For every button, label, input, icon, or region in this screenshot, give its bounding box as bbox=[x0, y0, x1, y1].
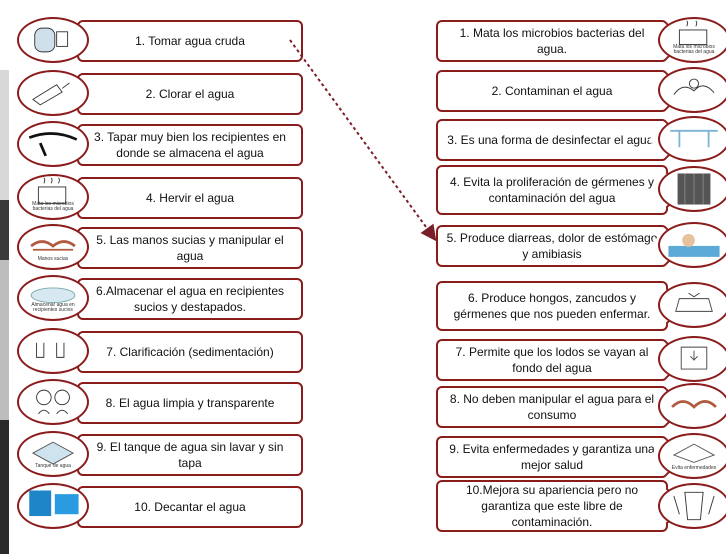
hands-icon bbox=[658, 383, 726, 429]
sediment-jar-icon bbox=[658, 336, 726, 382]
people-drinking-icon bbox=[17, 379, 89, 425]
left-item-2-text: 2. Clorar el agua bbox=[145, 86, 235, 101]
right-item-4-box: 4. Evita la proliferación de gérmenes y … bbox=[436, 165, 668, 215]
covered-barrel-icon bbox=[658, 166, 726, 212]
left-item-5-text: 5. Las manos sucias y manipular el agua bbox=[96, 232, 284, 263]
left-item-8-box: 8. El agua limpia y transparente bbox=[77, 382, 303, 424]
right-item-8-box: 8. No deben manipular el agua para el co… bbox=[436, 386, 668, 428]
left-item-3-box: 3. Tapar muy bien los recipientes en don… bbox=[77, 124, 303, 166]
left-item-4-box: 4. Hervir el agua bbox=[77, 177, 303, 219]
left-item-6-box: 6.Almacenar el agua en recipientes sucio… bbox=[77, 278, 303, 320]
left-item-3-text: 3. Tapar muy bien los recipientes en don… bbox=[94, 129, 286, 160]
right-item-9-box: 9. Evita enfermedades y garantiza una me… bbox=[436, 436, 668, 478]
mosquito-container-icon bbox=[658, 282, 726, 328]
dirty-hands-icon: Manos sucias bbox=[17, 224, 89, 270]
right-item-9-text: 9. Evita enfermedades y garantiza una me… bbox=[449, 441, 655, 472]
left-item-9-box: 9. El tanque de agua sin lavar y sin tap… bbox=[77, 434, 303, 476]
clean-water-icon: Evita enfermedades bbox=[658, 433, 726, 479]
blue-buckets-icon bbox=[17, 483, 89, 529]
right-item-6-text: 6. Produce hongos, zancudos y gérmenes q… bbox=[453, 290, 651, 321]
right-item-8-text: 8. No deben manipular el agua para el co… bbox=[449, 391, 655, 422]
sedimentation-icon bbox=[17, 328, 89, 374]
right-item-1-text: 1. Mata los microbios bacterias del agua… bbox=[459, 25, 645, 56]
left-item-7-box: 7. Clarificación (sedimentación) bbox=[77, 331, 303, 373]
right-item-3-box: 3. Es una forma de desinfectar el agua. bbox=[436, 119, 668, 161]
left-item-8-text: 8. El agua limpia y transparente bbox=[105, 395, 275, 410]
background-photo-strip bbox=[0, 0, 9, 554]
contaminated-water-icon bbox=[658, 67, 726, 113]
right-item-9-caption: Evita enfermedades bbox=[671, 465, 717, 471]
right-item-10-text: 10.Mejora su apariencia pero no garantiz… bbox=[465, 482, 639, 530]
right-item-5-box: 5. Produce diarreas, dolor de estómago y… bbox=[436, 225, 668, 267]
left-item-4-text: 4. Hervir el agua bbox=[145, 190, 235, 205]
sick-person-icon bbox=[658, 222, 726, 268]
water-glass-icon bbox=[658, 483, 726, 529]
left-item-1-box: 1. Tomar agua cruda bbox=[77, 20, 303, 62]
right-item-2-box: 2. Contaminan el agua bbox=[436, 70, 668, 112]
container-lid-icon bbox=[17, 121, 89, 167]
right-item-2-text: 2. Contaminan el agua bbox=[491, 83, 613, 98]
right-item-4-text: 4. Evita la proliferación de gérmenes y … bbox=[449, 174, 655, 205]
right-item-3-text: 3. Es una forma de desinfectar el agua. bbox=[447, 132, 657, 147]
water-tank-icon: Tanque de agua bbox=[17, 431, 89, 477]
left-item-2-box: 2. Clorar el agua bbox=[77, 73, 303, 115]
left-item-1-text: 1. Tomar agua cruda bbox=[135, 33, 245, 48]
disinfection-icon bbox=[658, 116, 726, 162]
right-item-10-box: 10.Mejora su apariencia pero no garantiz… bbox=[436, 480, 668, 532]
dirty-container-icon: Almacenar agua en recipientes sucios bbox=[17, 275, 89, 321]
boiling-pot-icon: Mata los microbios bacterias del agua bbox=[658, 17, 726, 63]
boiling-pot-icon: Mata los microbios bacterias del agua bbox=[17, 174, 89, 220]
left-item-10-text: 10. Decantar el agua bbox=[134, 499, 246, 514]
right-item-5-text: 5. Produce diarreas, dolor de estómago y… bbox=[446, 230, 658, 261]
left-item-9-caption: Tanque de agua bbox=[35, 463, 71, 469]
right-item-7-box: 7. Permite que los lodos se vayan al fon… bbox=[436, 339, 668, 381]
left-item-10-box: 10. Decantar el agua bbox=[77, 486, 303, 528]
left-item-4-caption: Mata los microbios bacterias del agua bbox=[32, 201, 74, 212]
right-item-6-box: 6. Produce hongos, zancudos y gérmenes q… bbox=[436, 281, 668, 331]
drinking-person-icon bbox=[17, 17, 89, 63]
chlorine-dropper-icon bbox=[17, 70, 89, 116]
left-item-6-text: 6.Almacenar el agua en recipientes sucio… bbox=[95, 283, 285, 314]
right-item-1-box: 1. Mata los microbios bacterias del agua… bbox=[436, 20, 668, 62]
left-item-5-caption: Manos sucias bbox=[37, 256, 69, 262]
left-item-9-text: 9. El tanque de agua sin lavar y sin tap… bbox=[96, 439, 284, 470]
right-item-1-caption: Mata los microbios bacterias del agua bbox=[673, 44, 715, 55]
left-item-7-text: 7. Clarificación (sedimentación) bbox=[106, 344, 274, 359]
left-item-6-caption: Almacenar agua en recipientes sucios bbox=[31, 302, 75, 313]
left-item-5-box: 5. Las manos sucias y manipular el agua bbox=[77, 227, 303, 269]
right-item-7-text: 7. Permite que los lodos se vayan al fon… bbox=[455, 344, 649, 375]
